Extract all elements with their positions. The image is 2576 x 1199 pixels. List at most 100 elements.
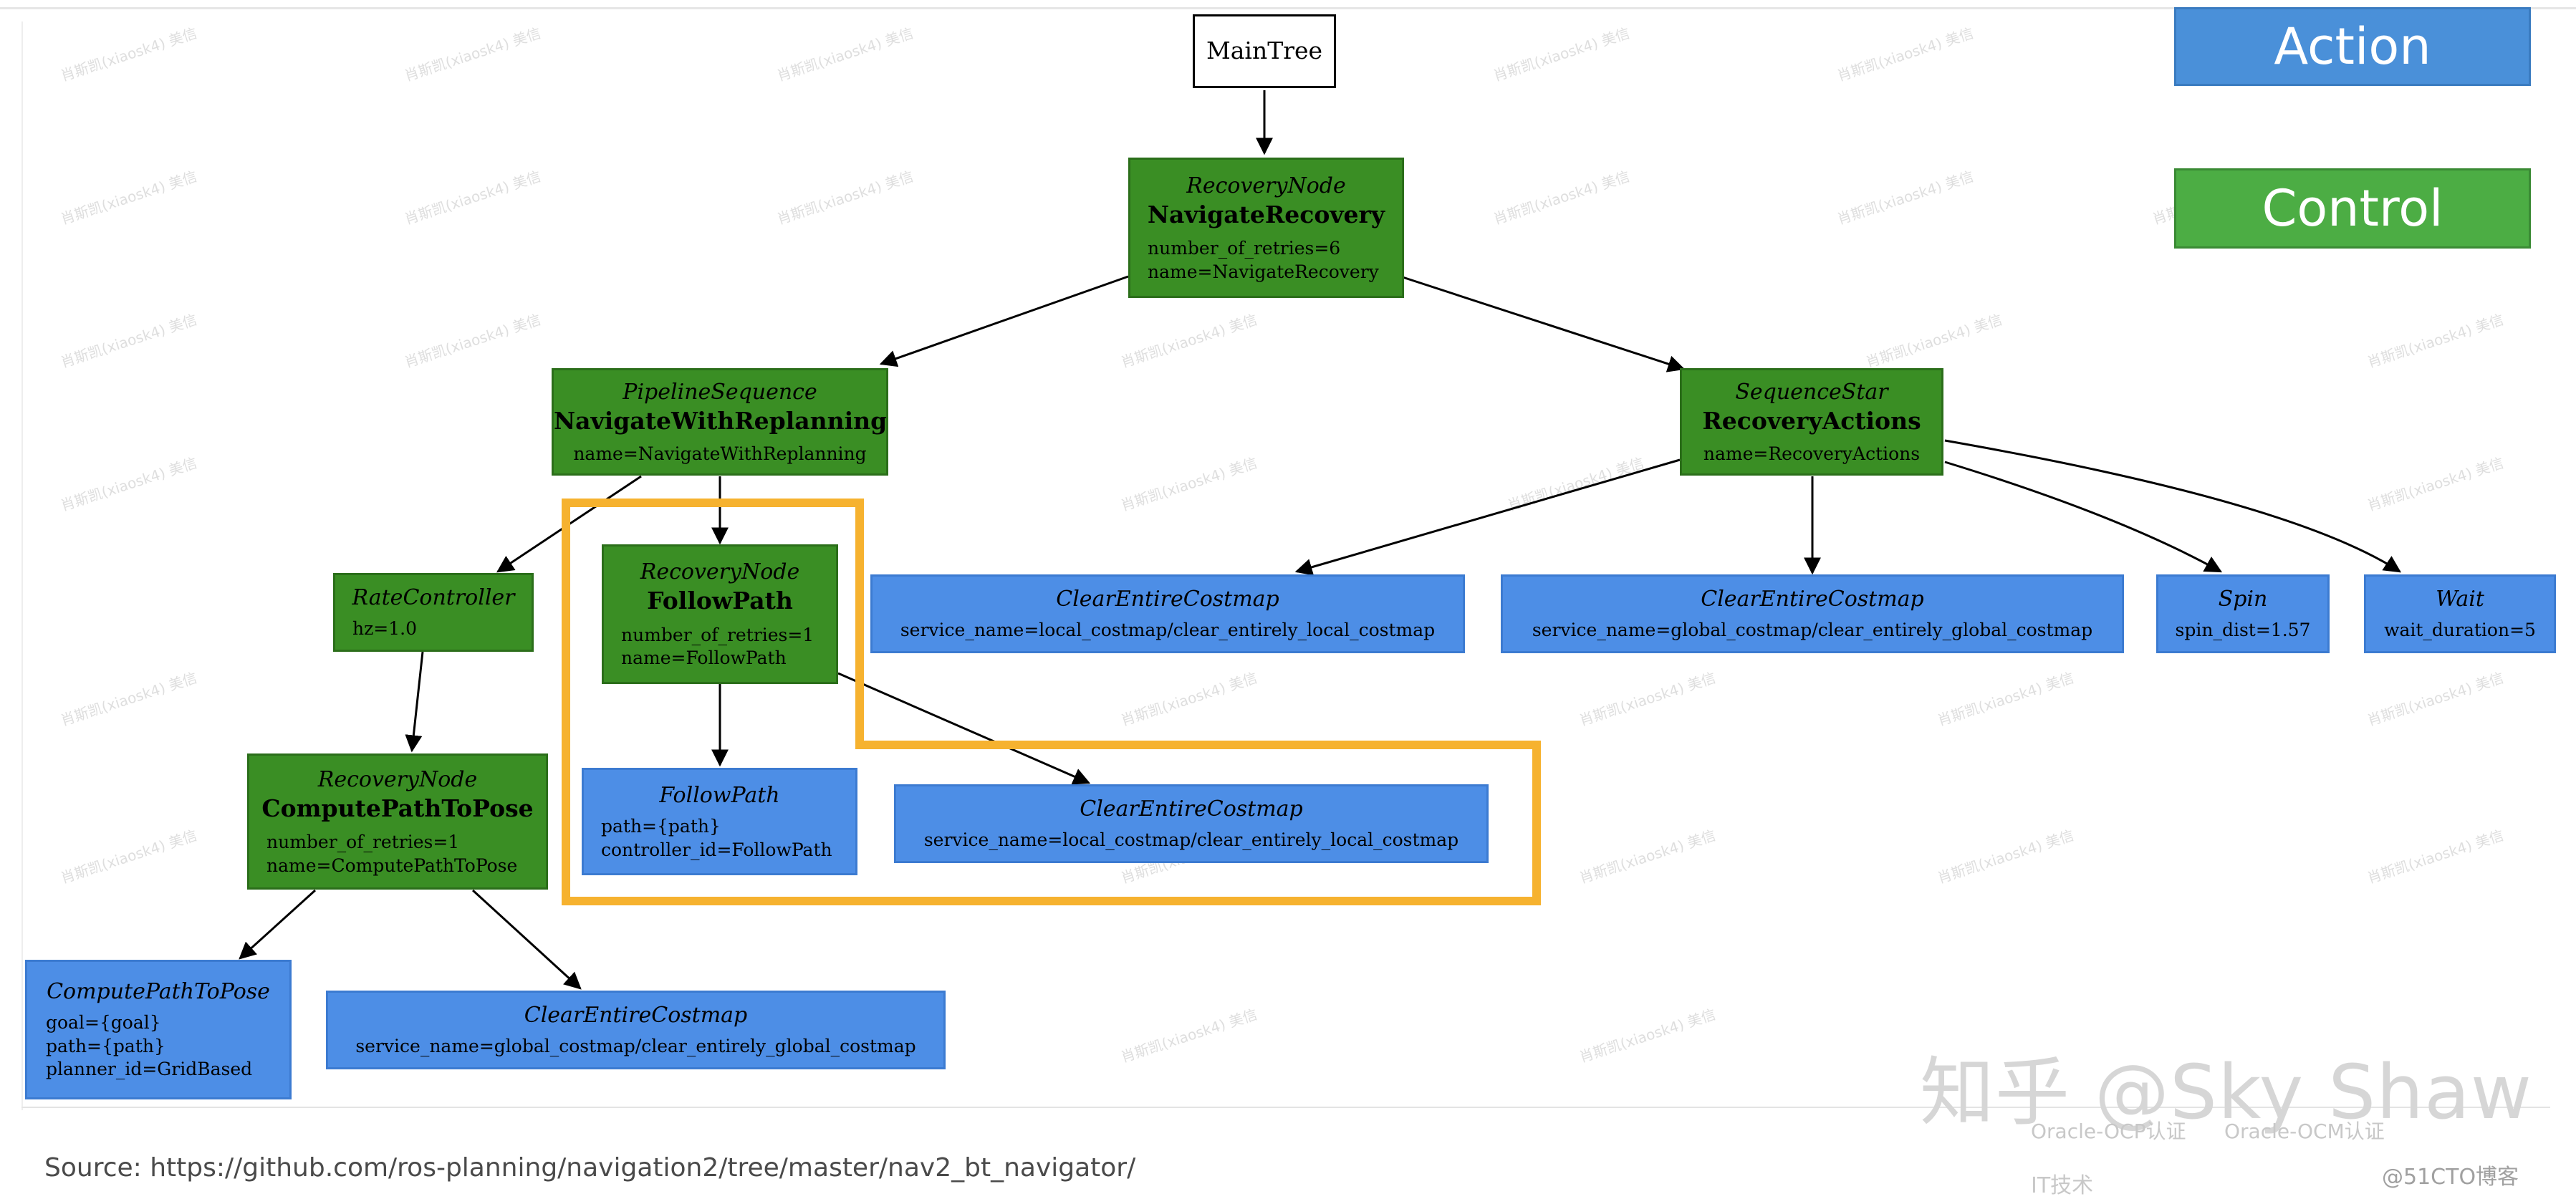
watermark-text: 肖斯凯(xiaosk4) 美信 — [1835, 24, 1976, 85]
node-param: service_name=global_costmap/clear_entire… — [1532, 620, 2093, 641]
watermark-text: 肖斯凯(xiaosk4) 美信 — [2365, 453, 2506, 515]
node-compute-path-action: ComputePathToPose goal={goal} path={path… — [25, 960, 292, 1099]
node-param: service_name=local_costmap/clear_entirel… — [923, 829, 1459, 851]
node-kind: PipelineSequence — [623, 379, 817, 405]
watermark-text: 肖斯凯(xiaosk4) 美信 — [58, 310, 199, 372]
legend-control: Control — [2174, 168, 2531, 249]
node-clear-local-mid: ClearEntireCostmap service_name=local_co… — [894, 784, 1489, 863]
node-kind: Wait — [2436, 587, 2484, 612]
node-navigate-recovery: RecoveryNode NavigateRecovery number_of_… — [1128, 158, 1404, 298]
node-title: RecoveryActions — [1702, 406, 1921, 435]
legend-control-label: Control — [2262, 179, 2443, 238]
watermark-text: 肖斯凯(xiaosk4) 美信 — [774, 24, 915, 85]
node-param: name=FollowPath — [621, 647, 787, 669]
watermark-text: 肖斯凯(xiaosk4) 美信 — [1118, 1005, 1259, 1066]
watermark-text: 肖斯凯(xiaosk4) 美信 — [58, 668, 199, 730]
node-title: NavigateRecovery — [1147, 200, 1385, 228]
node-param: service_name=global_costmap/clear_entire… — [355, 1036, 916, 1057]
source-caption: Source: https://github.com/ros-planning/… — [44, 1153, 1136, 1183]
tag-it: IT技术 — [2031, 1173, 2094, 1198]
node-main-tree-title: MainTree — [1206, 37, 1323, 65]
node-spin: Spin spin_dist=1.57 — [2156, 574, 2330, 653]
edge-recoveryactions-to-wait — [1944, 439, 2402, 573]
watermark-text: 肖斯凯(xiaosk4) 美信 — [1505, 453, 1646, 515]
edge-ratecontroller-to-computerecovery — [405, 651, 424, 753]
node-kind: RecoveryNode — [317, 766, 478, 792]
watermark-text: 肖斯凯(xiaosk4) 美信 — [58, 453, 199, 515]
node-kind: SequenceStar — [1735, 379, 1888, 405]
left-divider — [21, 21, 23, 1110]
tag-51cto: @51CTO博客 — [2382, 1165, 2519, 1190]
watermark-text: 肖斯凯(xiaosk4) 美信 — [402, 167, 543, 228]
watermark-text: 肖斯凯(xiaosk4) 美信 — [58, 167, 199, 228]
node-kind: FollowPath — [659, 783, 780, 808]
node-param: wait_duration=5 — [2384, 620, 2536, 641]
watermark-text: 肖斯凯(xiaosk4) 美信 — [1835, 167, 1976, 228]
watermark-text: 肖斯凯(xiaosk4) 美信 — [1118, 668, 1259, 730]
node-kind: RecoveryNode — [640, 559, 800, 585]
node-param: name=NavigateRecovery — [1148, 261, 1379, 282]
watermark-text: 肖斯凯(xiaosk4) 美信 — [2365, 826, 2506, 887]
node-param: planner_id=GridBased — [46, 1059, 253, 1080]
node-param: name=RecoveryActions — [1703, 443, 1921, 464]
legend-action: Action — [2174, 7, 2531, 86]
edge-computerecovery-to-computeaction — [239, 889, 317, 960]
node-param: hz=1.0 — [352, 618, 417, 640]
node-param: number_of_retries=1 — [266, 832, 460, 853]
node-title: NavigateWithReplanning — [554, 406, 888, 435]
node-param: goal={goal} — [46, 1012, 161, 1034]
node-param: number_of_retries=1 — [621, 624, 814, 645]
node-kind: ClearEntireCostmap — [1701, 587, 1924, 612]
node-kind: RateController — [352, 585, 515, 611]
top-divider — [0, 7, 2576, 9]
node-kind: Spin — [2218, 587, 2268, 612]
watermark-text: 肖斯凯(xiaosk4) 美信 — [1577, 1005, 1718, 1066]
watermark-text: 肖斯凯(xiaosk4) 美信 — [402, 24, 543, 85]
bottom-divider — [21, 1107, 2550, 1108]
watermark-text: 肖斯凯(xiaosk4) 美信 — [1491, 24, 1632, 85]
node-follow-path-recovery: RecoveryNode FollowPath number_of_retrie… — [602, 544, 838, 684]
node-navigate-with-replanning: PipelineSequence NavigateWithReplanning … — [552, 368, 888, 476]
node-kind: RecoveryNode — [1186, 173, 1346, 198]
watermark-text: 肖斯凯(xiaosk4) 美信 — [774, 167, 915, 228]
node-compute-path-recovery: RecoveryNode ComputePathToPose number_of… — [247, 753, 548, 890]
watermark-text: 肖斯凯(xiaosk4) 美信 — [1935, 826, 2076, 887]
edge-navrecovery-to-recoveryactions — [1400, 275, 1686, 372]
node-param: service_name=local_costmap/clear_entirel… — [900, 620, 1436, 641]
node-title: FollowPath — [647, 587, 793, 615]
node-param: controller_id=FollowPath — [601, 839, 832, 860]
edge-navrecovery-to-replanning — [879, 275, 1129, 367]
tag-oracle-ocm: Oracle-OCM认证 — [2224, 1119, 2385, 1143]
watermark-text: 肖斯凯(xiaosk4) 美信 — [58, 826, 199, 887]
node-follow-path-action: FollowPath path={path} controller_id=Fol… — [582, 768, 857, 875]
node-kind: ClearEntireCostmap — [1056, 587, 1279, 612]
node-param: name=NavigateWithReplanning — [573, 443, 867, 464]
watermark-text: 肖斯凯(xiaosk4) 美信 — [2365, 310, 2506, 372]
watermark-text: 肖斯凯(xiaosk4) 美信 — [1491, 167, 1632, 228]
edge-followrecovery-to-clearlocalmid — [837, 672, 1091, 785]
legend-action-label: Action — [2274, 17, 2431, 76]
node-param: spin_dist=1.57 — [2175, 620, 2311, 641]
watermark-text: 肖斯凯(xiaosk4) 美信 — [1577, 668, 1718, 730]
watermark-text: 肖斯凯(xiaosk4) 美信 — [1118, 453, 1259, 515]
node-param: path={path} — [46, 1035, 165, 1056]
node-clear-global-top: ClearEntireCostmap service_name=global_c… — [1501, 574, 2124, 653]
node-rate-controller: RateController hz=1.0 — [333, 573, 534, 652]
tag-oracle-ocp: Oracle-OCP认证 — [2031, 1119, 2186, 1143]
node-main-tree: MainTree — [1193, 14, 1336, 88]
node-wait: Wait wait_duration=5 — [2364, 574, 2556, 653]
node-kind: ComputePathToPose — [47, 979, 270, 1005]
watermark-text: 肖斯凯(xiaosk4) 美信 — [58, 24, 199, 85]
node-param: path={path} — [601, 816, 721, 837]
node-param: name=ComputePathToPose — [266, 854, 518, 876]
watermark-text: 肖斯凯(xiaosk4) 美信 — [1863, 310, 2004, 372]
watermark-text: 肖斯凯(xiaosk4) 美信 — [1118, 310, 1259, 372]
edge-computerecovery-to-cleargloballeft — [471, 889, 582, 990]
node-clear-local-top: ClearEntireCostmap service_name=local_co… — [870, 574, 1465, 653]
edge-recoveryactions-to-spin — [1944, 461, 2223, 573]
node-param: number_of_retries=6 — [1148, 238, 1341, 259]
watermark-text: 肖斯凯(xiaosk4) 美信 — [2365, 668, 2506, 730]
watermark-text: 肖斯凯(xiaosk4) 美信 — [1935, 668, 2076, 730]
node-kind: ClearEntireCostmap — [1080, 796, 1303, 822]
